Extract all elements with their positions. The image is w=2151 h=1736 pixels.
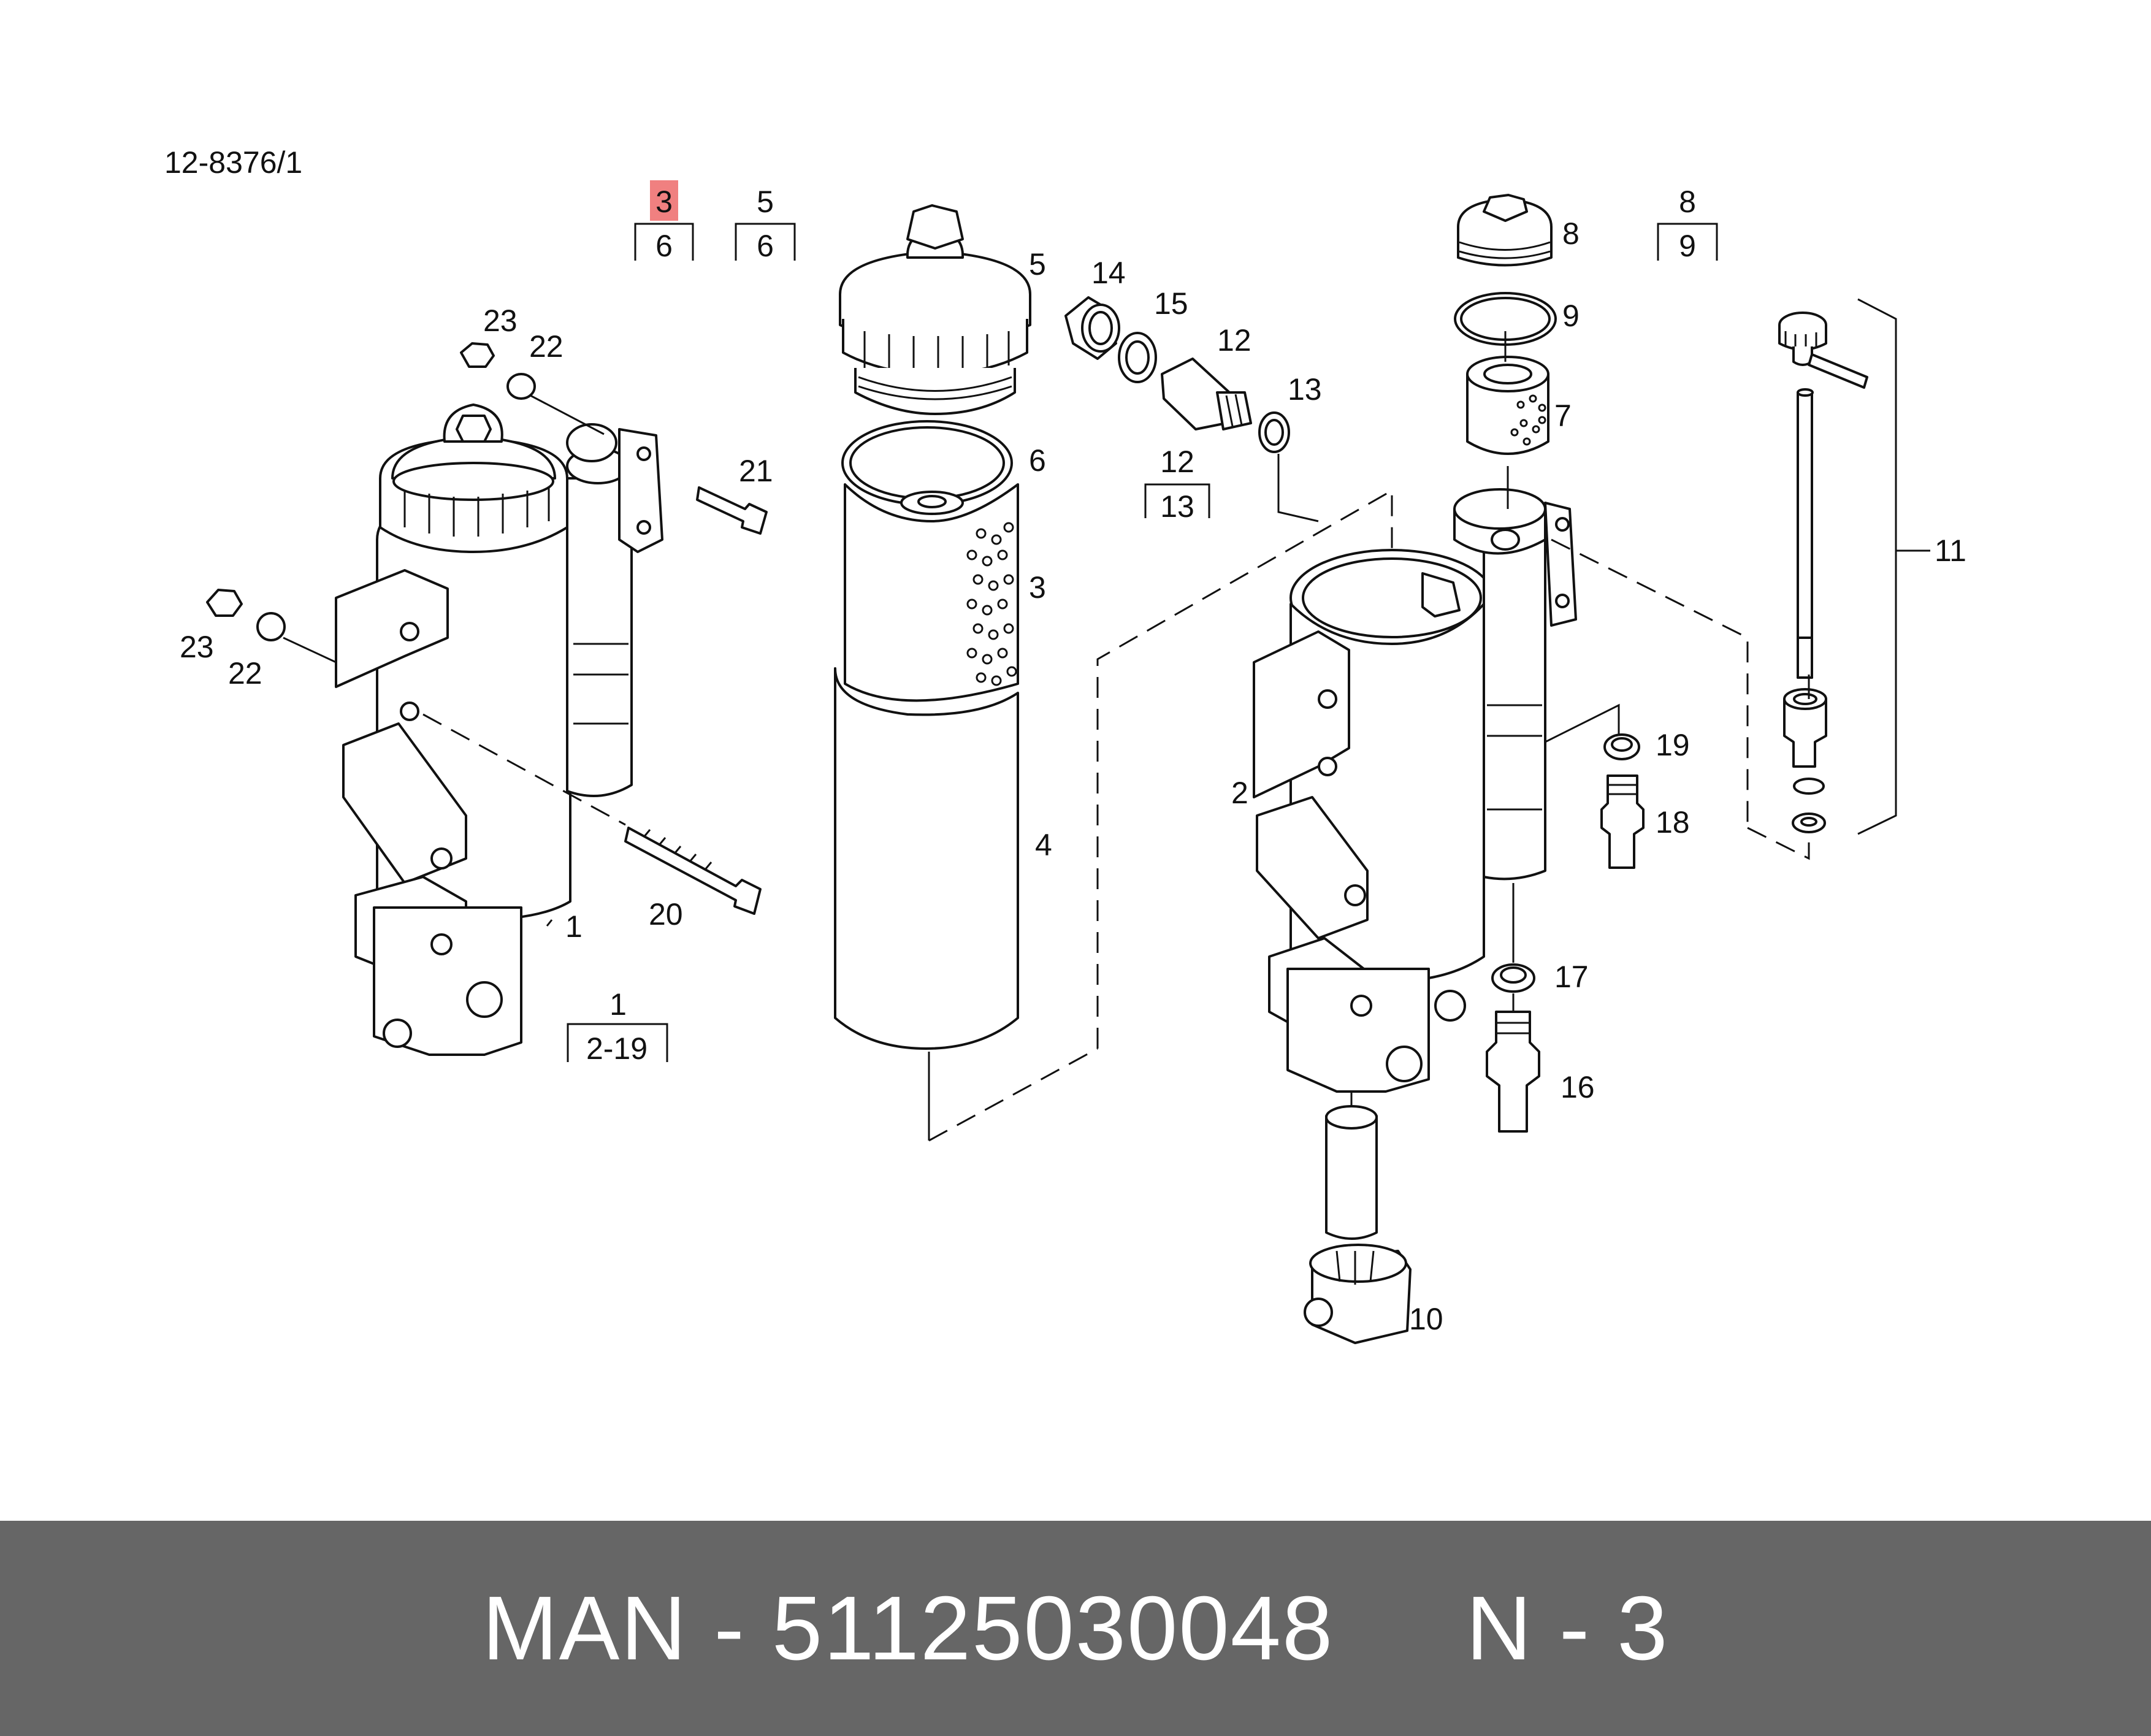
callout-8: 8 (1562, 216, 1580, 251)
callout-6: 6 (1029, 443, 1046, 478)
fitting-16 (1486, 1011, 1540, 1133)
callout-5: 5 (1029, 247, 1046, 281)
group-top-label: 5 (757, 185, 774, 219)
perforation-pattern (966, 522, 1017, 686)
leader-line (530, 394, 605, 435)
highlight-box (650, 180, 678, 221)
callout-10: 10 (1409, 1302, 1443, 1336)
nut-23-lower (206, 589, 243, 617)
right-bottom-parts (1304, 733, 1645, 1344)
callout-15: 15 (1154, 286, 1188, 321)
callout-23-upper: 23 (483, 304, 518, 338)
callout-11: 11 (1935, 533, 1966, 568)
right-top-parts (1454, 194, 1557, 455)
part-11-bracket (1857, 298, 1897, 835)
callout-4: 4 (1035, 828, 1052, 862)
group-top-label: 3 (655, 185, 673, 219)
callout-14: 14 (1091, 256, 1126, 290)
callout-22-lower: 22 (228, 656, 262, 690)
leader-line (283, 637, 337, 663)
footer-part-number[interactable]: 51125030048 (771, 1578, 1334, 1679)
right-filter-housing (1253, 488, 1577, 1093)
sensor-10 (1325, 1115, 1378, 1240)
group-bracket-line (1657, 223, 1718, 261)
callout-19: 19 (1656, 728, 1690, 762)
left-filter-housing (335, 403, 663, 1056)
callout-16: 16 (1561, 1070, 1595, 1104)
diagram-reference-number: 12-8376/1 (164, 145, 302, 180)
group-bracket-line (1144, 483, 1210, 518)
callout-20: 20 (649, 897, 683, 931)
callout-7: 7 (1554, 399, 1572, 433)
footer-position-code: N - 3 (1465, 1578, 1669, 1679)
group-top-label: 12 (1160, 445, 1194, 479)
footer-part-caption: MAN - 51125030048 N - 3 (0, 1521, 2151, 1736)
callout-9: 9 (1562, 299, 1580, 333)
group-bracket-line (735, 223, 796, 261)
fitting-18 (1600, 774, 1645, 869)
callout-13: 13 (1288, 372, 1322, 407)
footer-bar: MAN - 51125030048 N - 3 (0, 1521, 2151, 1736)
bolt-21 (696, 486, 768, 535)
group-top-label: 1 (609, 987, 627, 1022)
center-small-parts (1064, 296, 1290, 453)
group-bracket-line (634, 223, 694, 261)
group-bottom-label: 13 (1160, 489, 1194, 524)
dash-line (1096, 489, 1393, 1049)
callout-23-lower: 23 (180, 630, 214, 664)
dash-line (928, 1047, 1098, 1142)
leader-line (1545, 703, 1620, 743)
group-bracket-8-9[interactable]: 8 9 (1657, 185, 1718, 263)
callout-3: 3 (1029, 570, 1046, 605)
part-11-assembly (1747, 298, 1930, 860)
nut-23-upper (460, 342, 495, 368)
callout-22-upper: 22 (529, 329, 564, 364)
leader-line (1277, 454, 1319, 522)
exploded-parts-diagram: 12-8376/1 3 6 5 6 12 13 8 9 1 2-19 (164, 145, 1966, 1344)
footer-brand: MAN (482, 1578, 688, 1679)
bolt-20 (624, 827, 762, 915)
group-bottom-label: 9 (1679, 229, 1696, 263)
callout-17: 17 (1554, 960, 1589, 994)
callout-2: 2 (1231, 776, 1248, 810)
callout-1: 1 (565, 909, 583, 944)
washer-22-lower (256, 612, 286, 641)
insert-7 (1466, 373, 1549, 455)
callout-21: 21 (739, 454, 773, 488)
group-top-label: 8 (1679, 185, 1696, 219)
group-bracket-5-6[interactable]: 5 6 (735, 185, 796, 263)
group-bottom-label: 6 (757, 229, 774, 263)
dash-line (1551, 538, 1749, 828)
callout-18: 18 (1656, 805, 1690, 839)
leader-line (546, 919, 553, 927)
center-filter-element (834, 204, 1031, 1050)
callout-12: 12 (1217, 323, 1251, 358)
dash-line (422, 713, 626, 826)
group-bottom-label: 6 (655, 229, 673, 263)
group-bottom-label: 2-19 (586, 1031, 648, 1066)
footer-separator: - (714, 1578, 746, 1679)
group-bracket-1-2-19[interactable]: 1 2-19 (567, 987, 668, 1066)
group-bracket-line (567, 1023, 668, 1062)
left-fasteners (206, 342, 768, 915)
washer-22-upper (506, 373, 536, 400)
callout-labels: 23 22 21 23 22 20 1 5 14 15 12 13 6 3 4 … (180, 216, 1966, 1336)
group-bracket-12-13[interactable]: 12 13 (1144, 445, 1210, 524)
group-bracket-3-6[interactable]: 3 6 (634, 180, 694, 263)
